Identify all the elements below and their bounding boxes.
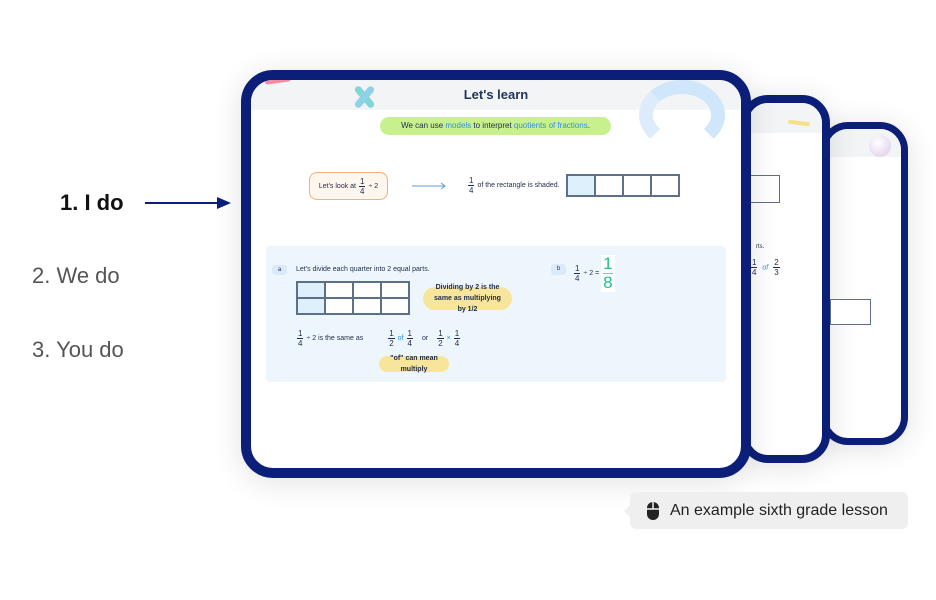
badge-a: a — [272, 265, 287, 275]
caption-tooltip: An example sixth grade lesson — [624, 492, 908, 529]
worked-example-panel: a Let's divide each quarter into 2 equal… — [266, 246, 726, 382]
arrow-right-icon — [145, 197, 231, 209]
lesson-card-back-2[interactable] — [820, 122, 908, 445]
sphere-decoration — [869, 135, 891, 157]
step-you-do[interactable]: 3. You do — [32, 337, 124, 362]
step-i-do[interactable]: 1. I do — [60, 190, 124, 215]
eighths-rectangle — [296, 281, 410, 315]
part-a-text: Let's divide each quarter into 2 equal p… — [296, 266, 430, 273]
quarter-rectangle — [566, 174, 680, 197]
lesson-card-main[interactable]: Let's learn We can use models to interpr… — [241, 70, 751, 478]
badge-b: b — [551, 264, 566, 275]
caption-text: An example sixth grade lesson — [670, 501, 888, 519]
mouse-icon — [647, 501, 659, 520]
tip-pill: Dividing by 2 is the same as multiplying… — [423, 284, 512, 313]
note-pill: "of" can mean multiply — [379, 355, 449, 373]
objective-pill: We can use models to interpret quotients… — [380, 117, 611, 135]
page-title: Let's learn — [463, 87, 529, 102]
rectangle-model — [830, 299, 871, 325]
arrow-right-icon — [412, 182, 446, 190]
step-we-do[interactable]: 2. We do — [32, 263, 120, 288]
rectangle-model — [748, 175, 780, 203]
text-fragment: rts. — [756, 244, 765, 250]
